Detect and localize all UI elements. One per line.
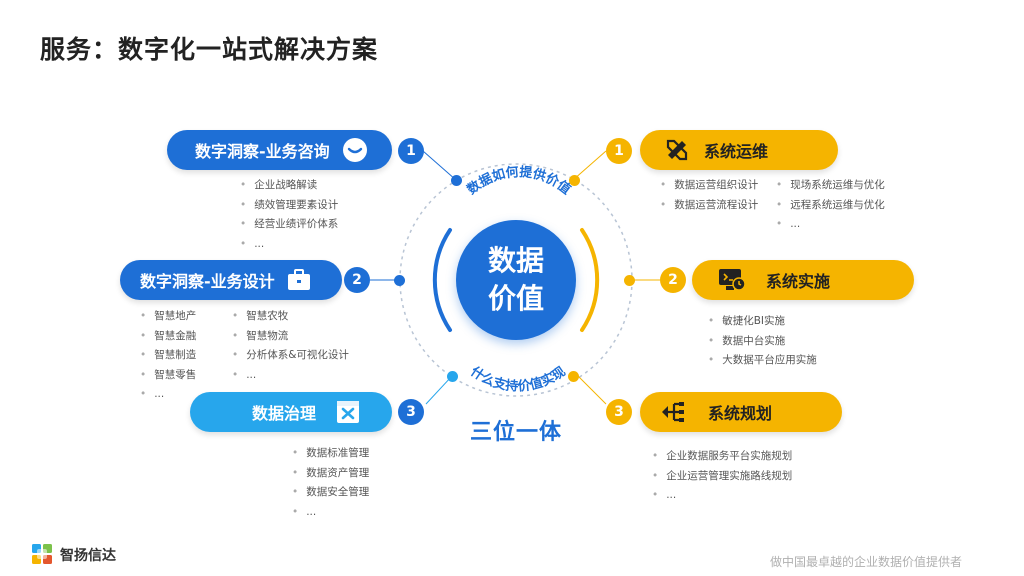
ring-dot xyxy=(624,275,635,286)
right-item-planning[interactable]: 系统规划 xyxy=(640,392,842,432)
right-item-label: 系统规划 xyxy=(708,404,773,423)
list-item: 智慧零售 xyxy=(140,366,196,386)
list-item: 数据中台实施 xyxy=(708,332,817,352)
left-list-2b: 智慧农牧 智慧物流 分析体系&可视化设计 ... xyxy=(232,307,349,385)
list-item: 数据运营组织设计 xyxy=(660,176,758,196)
left-number-3: 3 xyxy=(398,399,424,425)
list-item: 智慧农牧 xyxy=(232,307,349,327)
list-item: ... xyxy=(240,235,338,255)
list-item: 智慧制造 xyxy=(140,346,196,366)
slogan: 三位一体 xyxy=(470,420,563,445)
left-item-label: 数字洞察-业务咨询 xyxy=(195,142,330,161)
left-item-design[interactable]: 数字洞察-业务设计 xyxy=(120,260,342,300)
left-list-1: 企业战略解读 绩效管理要素设计 经营业绩评价体系 ... xyxy=(240,176,338,254)
list-item: 大数据平台应用实施 xyxy=(708,351,817,371)
right-number-3: 3 xyxy=(606,399,632,425)
left-item-consulting[interactable]: 数字洞察-业务咨询 xyxy=(167,130,392,170)
right-list-2: 敏捷化BI实施 数据中台实施 大数据平台应用实施 xyxy=(708,312,817,371)
inner-arc-yellow xyxy=(580,228,600,332)
list-item: 企业战略解读 xyxy=(240,176,338,196)
list-item: ... xyxy=(140,385,196,405)
ring-dot xyxy=(451,175,462,186)
right-item-implementation[interactable]: 系统实施 xyxy=(692,260,914,300)
company-logo: 智扬信达 xyxy=(30,543,116,567)
list-item: 企业运营管理实施路线规划 xyxy=(652,467,792,487)
logo-mark-icon xyxy=(32,544,52,564)
center-line2: 价值 xyxy=(487,282,544,315)
left-item-label: 数据治理 xyxy=(252,404,317,423)
list-item: 企业数据服务平台实施规划 xyxy=(652,447,792,467)
monitor-clock-icon xyxy=(718,267,746,293)
chat-bubble-icon xyxy=(342,137,368,163)
list-item: 数据资产管理 xyxy=(292,464,369,484)
footer-slogan: 做中国最卓越的企业数据价值提供者 xyxy=(770,555,963,569)
left-number-2: 2 xyxy=(344,267,370,293)
ring-dot xyxy=(569,175,580,186)
list-item: 分析体系&可视化设计 xyxy=(232,346,349,366)
list-item: 数据标准管理 xyxy=(292,444,369,464)
ring-dot xyxy=(447,371,458,382)
inner-arc-blue xyxy=(432,228,452,332)
list-item: 敏捷化BI实施 xyxy=(708,312,817,332)
right-list-3: 企业数据服务平台实施规划 企业运营管理实施路线规划 ... xyxy=(652,447,792,506)
list-item: 数据安全管理 xyxy=(292,483,369,503)
right-list-1a: 数据运营组织设计 数据运营流程设计 xyxy=(660,176,758,215)
ruler-pencil-icon xyxy=(664,137,690,163)
left-number-1: 1 xyxy=(398,138,424,164)
left-item-label: 数字洞察-业务设计 xyxy=(140,272,275,291)
hierarchy-icon xyxy=(660,400,686,424)
right-item-label: 系统运维 xyxy=(704,142,769,161)
right-number-1: 1 xyxy=(606,138,632,164)
right-number-2: 2 xyxy=(660,267,686,293)
page-title: 服务：数字化一站式解决方案 xyxy=(40,35,379,64)
list-item: 智慧地产 xyxy=(140,307,196,327)
list-item: 智慧金融 xyxy=(140,327,196,347)
list-item: 智慧物流 xyxy=(232,327,349,347)
list-item: 远程系统运维与优化 xyxy=(776,196,885,216)
list-item: ... xyxy=(776,215,885,235)
briefcase-icon xyxy=(287,269,311,291)
right-item-label: 系统实施 xyxy=(766,272,831,291)
right-item-operations[interactable]: 系统运维 xyxy=(640,130,838,170)
logo-text: 智扬信达 xyxy=(60,548,116,564)
data-value-center: 数据 价值 xyxy=(456,220,576,340)
tools-icon xyxy=(336,400,360,424)
left-list-3: 数据标准管理 数据资产管理 数据安全管理 ... xyxy=(292,444,369,522)
list-item: ... xyxy=(232,366,349,386)
list-item: ... xyxy=(652,486,792,506)
right-list-1b: 现场系统运维与优化 远程系统运维与优化 ... xyxy=(776,176,885,235)
ring-dot xyxy=(568,371,579,382)
ring-bottom-text: 什么支持价值实现 xyxy=(467,363,568,394)
list-item: 现场系统运维与优化 xyxy=(776,176,885,196)
ring-dot xyxy=(394,275,405,286)
left-item-governance[interactable]: 数据治理 xyxy=(190,392,392,432)
list-item: 绩效管理要素设计 xyxy=(240,196,338,216)
list-item: 数据运营流程设计 xyxy=(660,196,758,216)
list-item: ... xyxy=(292,503,369,523)
left-list-2a: 智慧地产 智慧金融 智慧制造 智慧零售 ... xyxy=(140,307,196,405)
center-line1: 数据 xyxy=(487,244,544,277)
ring-top-text: 数据如何提供价值 xyxy=(464,164,574,198)
list-item: 经营业绩评价体系 xyxy=(240,215,338,235)
